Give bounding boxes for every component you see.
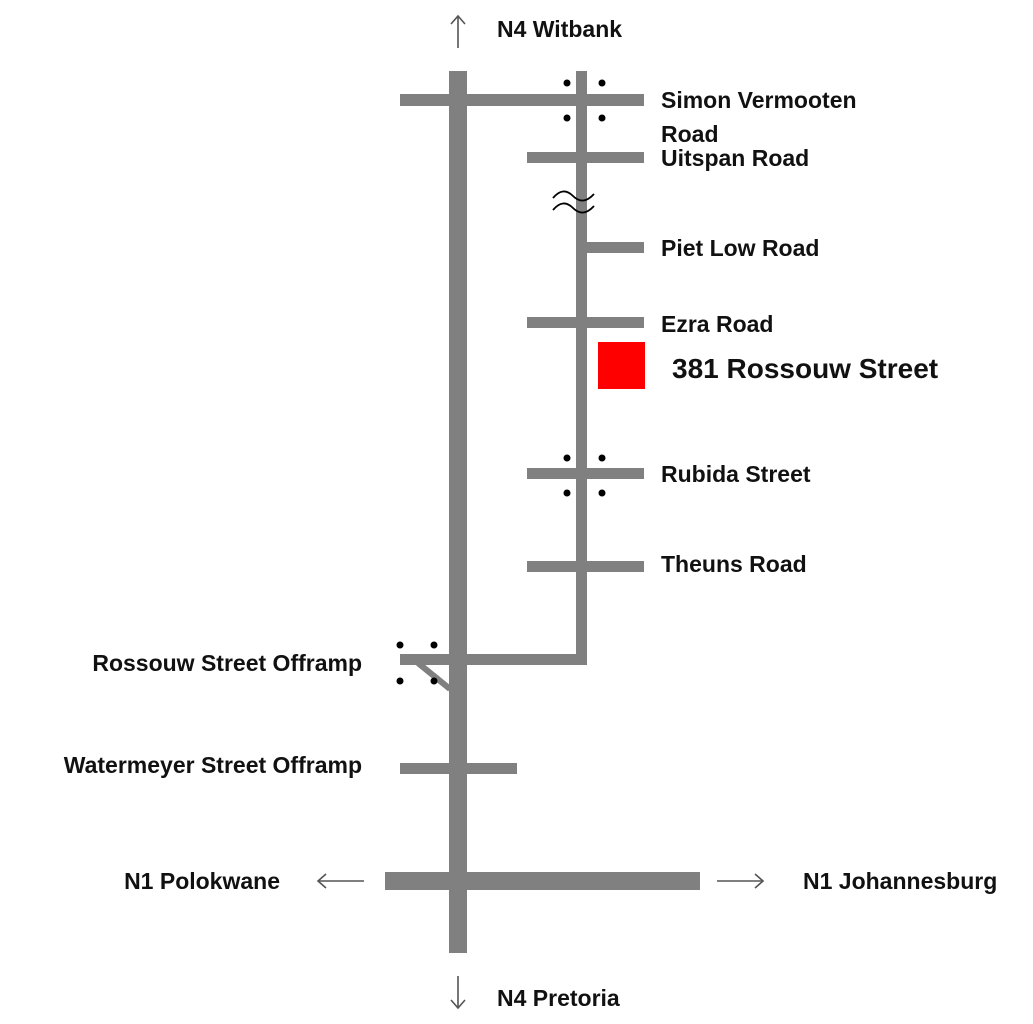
- piet-low-road-label: Piet Low Road: [661, 235, 819, 261]
- watermeyer-offramp-line: [400, 763, 517, 774]
- traffic-light-icon: [396, 641, 438, 685]
- rossouw-street-road: [576, 71, 587, 665]
- traffic-light-icon: [563, 79, 606, 122]
- simon-vermooten-label-2: Road: [661, 121, 719, 147]
- ezra-road-line: [527, 317, 644, 328]
- highway-east-label: N1 Johannesburg: [803, 868, 997, 894]
- rossouw-offramp-slip: [416, 660, 452, 692]
- arrow-left-icon: [316, 873, 364, 889]
- rossouw-offramp-label: Rossouw Street Offramp: [92, 650, 362, 676]
- n4-highway: [449, 71, 467, 953]
- simon-vermooten-road-line: [400, 94, 644, 106]
- destination-label: 381 Rossouw Street: [672, 353, 938, 384]
- theuns-road-line: [527, 561, 644, 572]
- uitspan-road-line: [527, 152, 644, 163]
- arrow-right-icon: [717, 873, 765, 889]
- destination-marker: [598, 342, 645, 389]
- highway-west-label: N1 Polokwane: [124, 868, 280, 894]
- watermeyer-offramp-label: Watermeyer Street Offramp: [64, 752, 362, 778]
- uitspan-road-label: Uitspan Road: [661, 145, 809, 171]
- traffic-light-icon: [563, 454, 606, 497]
- rubida-street-line: [527, 468, 644, 479]
- ezra-road-label: Ezra Road: [661, 311, 773, 337]
- double-wave-break-icon: [552, 190, 595, 214]
- simon-vermooten-label-1: Simon Vermooten: [661, 87, 857, 113]
- highway-south-label: N4 Pretoria: [497, 985, 620, 1011]
- highway-north-label: N4 Witbank: [497, 16, 622, 42]
- arrow-up-icon: [450, 14, 466, 48]
- rossouw-offramp-line: [400, 654, 587, 665]
- n1-highway: [385, 872, 700, 890]
- rubida-street-label: Rubida Street: [661, 461, 811, 487]
- arrow-down-icon: [450, 976, 466, 1010]
- piet-low-road-line: [587, 242, 644, 253]
- theuns-road-label: Theuns Road: [661, 551, 807, 577]
